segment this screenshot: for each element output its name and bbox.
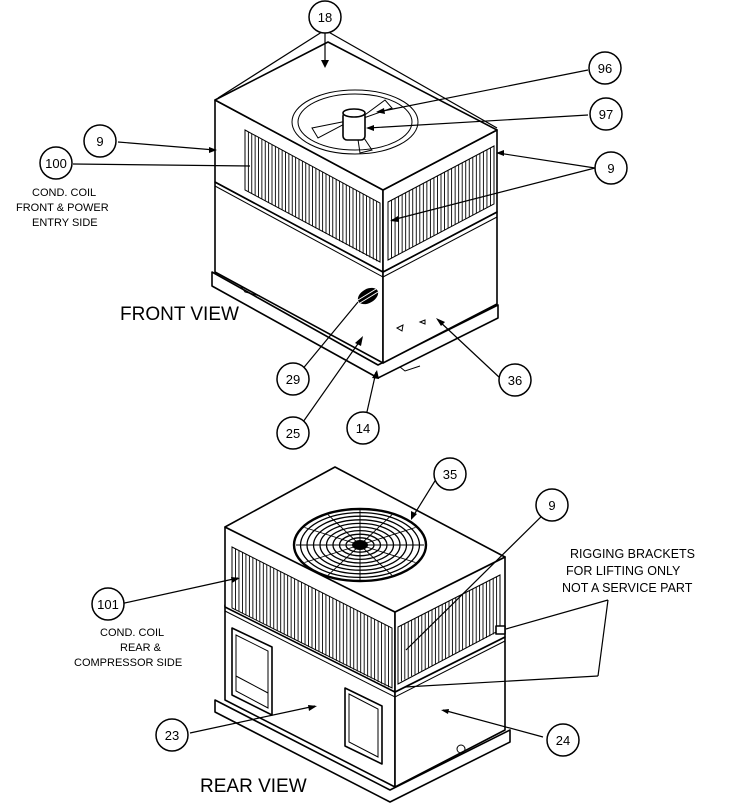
callout-23: 23 — [155, 718, 189, 752]
callout-25: 25 — [276, 416, 310, 450]
svg-text:101: 101 — [97, 597, 119, 612]
callout-9-left: 9 — [83, 124, 117, 158]
svg-text:NOT A SERVICE PART: NOT A SERVICE PART — [562, 581, 693, 595]
svg-text:96: 96 — [598, 61, 612, 76]
callout-35: 35 — [433, 457, 467, 491]
svg-text:18: 18 — [318, 10, 332, 25]
front-fan-blade — [311, 119, 353, 139]
callout-24: 24 — [546, 723, 580, 757]
svg-text:100: 100 — [45, 156, 67, 171]
svg-text:FOR LIFTING ONLY: FOR LIFTING ONLY — [566, 564, 681, 578]
front-right-coil-grille — [391, 147, 491, 259]
front-left-coil-grille — [247, 131, 378, 262]
front-base-rail — [211, 271, 499, 379]
svg-text:FRONT & POWER: FRONT & POWER — [16, 202, 109, 214]
front-view-title: FRONT VIEW — [120, 304, 239, 325]
rear-view-unit — [214, 466, 511, 803]
rigging-note: RIGGING BRACKETS FOR LIFTING ONLY NOT A … — [562, 547, 695, 595]
callout-101: 101 — [91, 587, 125, 621]
callout-14: 14 — [346, 411, 380, 445]
front-coil-caption: COND. COIL FRONT & POWER ENTRY SIDE — [16, 187, 109, 229]
svg-text:97: 97 — [599, 107, 613, 122]
svg-text:35: 35 — [443, 467, 457, 482]
callout-29: 29 — [276, 362, 310, 396]
callout-100: 100 — [39, 146, 73, 180]
rear-fan-guard — [292, 507, 428, 583]
svg-text:9: 9 — [548, 498, 555, 513]
rear-coil-caption: COND. COIL REAR & COMPRESSOR SIDE — [74, 627, 182, 669]
svg-text:36: 36 — [508, 373, 522, 388]
svg-text:COND. COIL: COND. COIL — [100, 627, 164, 639]
svg-text:24: 24 — [556, 733, 570, 748]
callout-9-right: 9 — [594, 151, 628, 185]
front-logo-grille — [357, 287, 379, 305]
svg-text:25: 25 — [286, 426, 300, 441]
svg-text:9: 9 — [96, 134, 103, 149]
svg-text:RIGGING BRACKETS: RIGGING BRACKETS — [570, 547, 695, 561]
callout-36: 36 — [498, 363, 532, 397]
callout-18: 18 — [308, 0, 342, 34]
rear-view-title: REAR VIEW — [200, 776, 307, 797]
svg-text:23: 23 — [165, 728, 179, 743]
rear-right-coil-grille — [400, 576, 498, 682]
svg-text:14: 14 — [356, 421, 370, 436]
callout-96: 96 — [588, 51, 622, 85]
svg-text:REAR &: REAR & — [120, 642, 162, 654]
rigging-bracket — [495, 625, 506, 635]
callout-9-rear: 9 — [535, 488, 569, 522]
svg-text:29: 29 — [286, 372, 300, 387]
svg-text:9: 9 — [607, 161, 614, 176]
rear-base-rail — [214, 699, 511, 803]
front-fan-orifice — [291, 89, 419, 155]
svg-text:COMPRESSOR SIDE: COMPRESSOR SIDE — [74, 657, 182, 669]
rear-left-coil-grille — [235, 548, 389, 688]
leader-lines — [72, 29, 609, 738]
svg-text:COND. COIL: COND. COIL — [32, 187, 96, 199]
callout-97: 97 — [589, 97, 623, 131]
svg-text:ENTRY SIDE: ENTRY SIDE — [32, 217, 98, 229]
front-view-unit — [211, 41, 499, 379]
